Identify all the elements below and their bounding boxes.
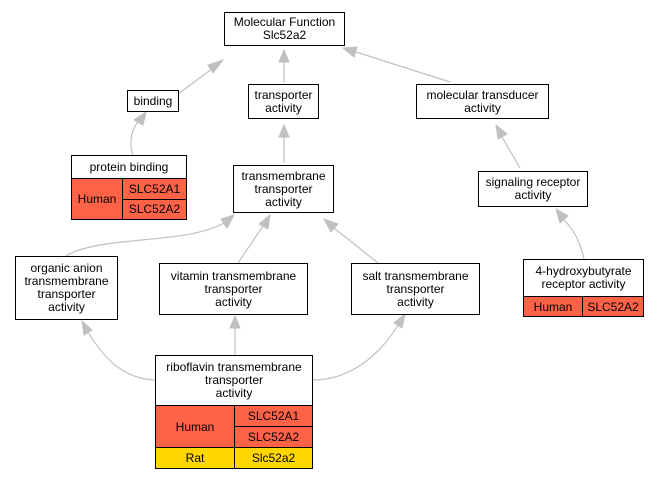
arrowhead-signaling bbox=[495, 123, 508, 140]
node-transporter-activity[interactable]: transporter activity bbox=[248, 84, 319, 119]
species-cell-human: Human bbox=[523, 296, 583, 317]
node-label-line: vitamin transmembrane bbox=[170, 268, 297, 283]
species-cell-human: Human bbox=[71, 178, 123, 220]
gene-cell[interactable]: Slc52a2 bbox=[234, 447, 313, 469]
node-label-line: signaling receptor bbox=[485, 175, 581, 189]
node-label-line: 4-hydroxybutyrate bbox=[535, 264, 632, 278]
protein-binding-gene-table: Human SLC52A1 SLC52A2 bbox=[71, 178, 187, 220]
node-label-line: transmembrane bbox=[241, 168, 326, 183]
node-label-line: activity bbox=[265, 100, 302, 115]
hydroxybutyrate-gene-table: Human SLC52A2 bbox=[523, 296, 644, 317]
species-cell-human: Human bbox=[155, 405, 235, 448]
arrowhead-vitamin bbox=[258, 213, 271, 230]
node-label-line: activity bbox=[464, 100, 501, 115]
node-label-line: transporter bbox=[386, 281, 445, 296]
species-cell-rat: Rat bbox=[155, 447, 235, 469]
node-label: protein binding bbox=[89, 159, 169, 174]
gene-cell[interactable]: SLC52A2 bbox=[582, 296, 644, 317]
gene-cell[interactable]: SLC52A2 bbox=[122, 198, 187, 220]
node-label-line: transmembrane bbox=[24, 274, 109, 288]
arrowhead-transporter bbox=[278, 48, 290, 63]
node-binding[interactable]: binding bbox=[127, 90, 179, 112]
node-label-line: activity bbox=[215, 386, 253, 400]
arrowhead-transmembrane bbox=[278, 123, 290, 138]
node-signaling-receptor-activity[interactable]: signaling receptor activity bbox=[478, 171, 588, 207]
edge-transducer-to-molecular-function bbox=[355, 51, 451, 83]
node-organic-anion-transmembrane-transporter-activity[interactable]: organic anion transmembrane transporter … bbox=[15, 256, 118, 320]
node-molecular-transducer-activity[interactable]: molecular transducer activity bbox=[416, 84, 549, 119]
arrowhead-organic-anion bbox=[220, 214, 236, 229]
edge-organic-anion-to-transmembrane bbox=[65, 222, 225, 257]
arrowhead-transducer bbox=[341, 46, 358, 58]
arrowhead-protein-binding bbox=[133, 110, 147, 126]
arrowhead-hydroxybutyrate bbox=[555, 207, 569, 224]
node-label-line: Molecular Function bbox=[233, 15, 336, 29]
arrowhead-salt bbox=[322, 218, 339, 233]
edge-riboflavin-to-salt bbox=[312, 324, 399, 381]
node-label-line: activity bbox=[265, 194, 302, 209]
node-label-line: transporter bbox=[254, 87, 313, 102]
node-protein-binding[interactable]: protein binding bbox=[71, 155, 187, 179]
edge-hydroxybutyrate-to-signaling bbox=[563, 219, 585, 260]
gene-cell[interactable]: SLC52A1 bbox=[234, 405, 313, 427]
node-label-line: transporter bbox=[204, 373, 264, 387]
edge-protein-binding-to-binding bbox=[130, 121, 139, 156]
node-label-line: transporter bbox=[37, 287, 96, 301]
node-label-line: receptor activity bbox=[541, 277, 626, 291]
node-label-line: organic anion bbox=[30, 261, 103, 275]
node-label-line: transporter bbox=[204, 281, 263, 296]
arrowhead-riboflavin-salt bbox=[393, 312, 406, 329]
gene-cell[interactable]: SLC52A2 bbox=[234, 426, 313, 448]
edge-riboflavin-to-organic-anion bbox=[87, 331, 159, 381]
node-label-line: molecular transducer bbox=[426, 87, 539, 102]
node-label-line: activity bbox=[397, 294, 434, 309]
node-molecular-function[interactable]: Molecular Function Slc52a2 bbox=[224, 12, 345, 46]
node-label-line: Slc52a2 bbox=[262, 28, 307, 42]
node-salt-transmembrane-transporter-activity[interactable]: salt transmembrane transporter activity bbox=[351, 263, 480, 315]
arrowhead-riboflavin-organic bbox=[81, 319, 93, 336]
node-label-line: salt transmembrane bbox=[362, 268, 469, 283]
node-vitamin-transmembrane-transporter-activity[interactable]: vitamin transmembrane transporter activi… bbox=[159, 263, 308, 315]
riboflavin-gene-table: Human SLC52A1 SLC52A2 Rat Slc52a2 bbox=[155, 405, 313, 469]
node-transmembrane-transporter-activity[interactable]: transmembrane transporter activity bbox=[233, 165, 334, 213]
arrowhead-riboflavin-vitamin bbox=[229, 314, 241, 329]
node-label-line: activity bbox=[48, 300, 85, 314]
node-label-line: activity bbox=[514, 188, 552, 202]
edge-salt-to-transmembrane bbox=[333, 227, 379, 264]
gene-cell[interactable]: SLC52A1 bbox=[122, 178, 187, 200]
node-riboflavin-transmembrane-transporter-activity[interactable]: riboflavin transmembrane transporter act… bbox=[155, 355, 313, 406]
node-4-hydroxybutyrate-receptor-activity[interactable]: 4-hydroxybutyrate receptor activity bbox=[523, 259, 644, 297]
arrowhead-binding bbox=[207, 59, 225, 74]
edge-signaling-to-transducer bbox=[501, 136, 521, 169]
node-label-line: transporter bbox=[254, 181, 313, 196]
edge-vitamin-to-transmembrane bbox=[237, 225, 264, 264]
node-label-line: activity bbox=[215, 294, 252, 309]
node-label: binding bbox=[133, 93, 173, 108]
node-label-line: riboflavin transmembrane bbox=[166, 360, 302, 374]
edge-binding-to-molecular-function bbox=[177, 67, 214, 95]
